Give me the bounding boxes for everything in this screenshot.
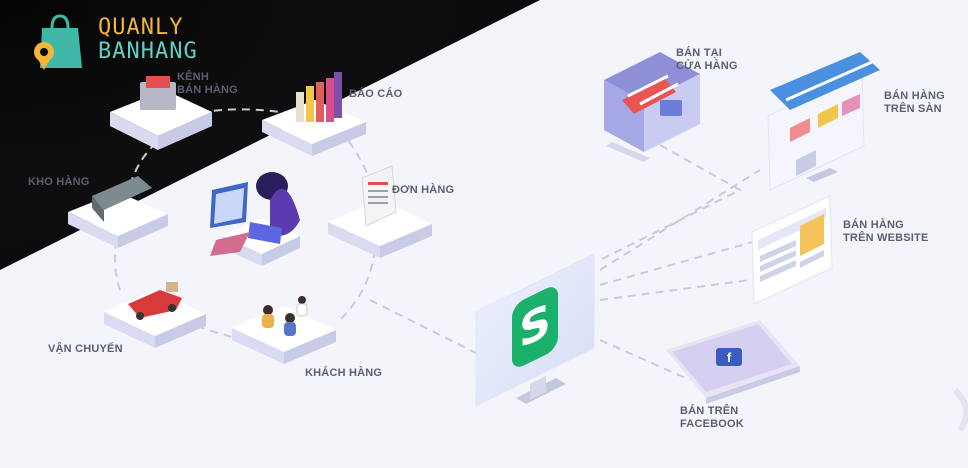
brand-line-2: BANHANG [98, 39, 198, 64]
label-kho-hang: KHO HÀNG [28, 176, 90, 188]
platform-khach-hang [232, 296, 336, 364]
label-don-hang: ĐƠN HÀNG [392, 184, 455, 196]
platform-don-hang [328, 165, 432, 258]
marketplace-monitor [767, 52, 880, 191]
shopping-bag-icon [34, 14, 82, 70]
platform-kenh-ban-hang [110, 76, 212, 150]
platform-bao-cao [262, 72, 366, 156]
website-monitor [751, 195, 833, 305]
label-kenh-ban-hang: KÊNH BÁN HÀNG [177, 71, 238, 96]
s-logo-letter: S [519, 293, 551, 360]
label-khach-hang: KHÁCH HÀNG [305, 367, 383, 379]
label-van-chuyen: VẬN CHUYỂN [48, 343, 123, 355]
platform-van-chuyen [104, 282, 206, 348]
label-ban-tren-facebook: BÁN TRÊN FACEBOOK [680, 405, 744, 430]
label-ban-tai-cua-hang: BÁN TẠI CỬA HÀNG [676, 47, 738, 72]
platform-center-person [210, 172, 300, 266]
facebook-icon: f [716, 348, 742, 366]
label-ban-hang-tren-san: BÁN HÀNG TRÊN SÀN [884, 90, 945, 115]
brand-logo: QUANLY BANHANG [30, 14, 205, 70]
label-bao-cao: BÁO CÁO [349, 88, 403, 100]
label-ban-hang-tren-website: BÁN HÀNG TRÊN WEBSITE [843, 219, 929, 244]
facebook-icon-letter: f [726, 349, 732, 365]
brand-line-1: QUANLY [98, 15, 184, 40]
store-illustration [604, 52, 700, 162]
platform-kho-hang [68, 176, 168, 248]
